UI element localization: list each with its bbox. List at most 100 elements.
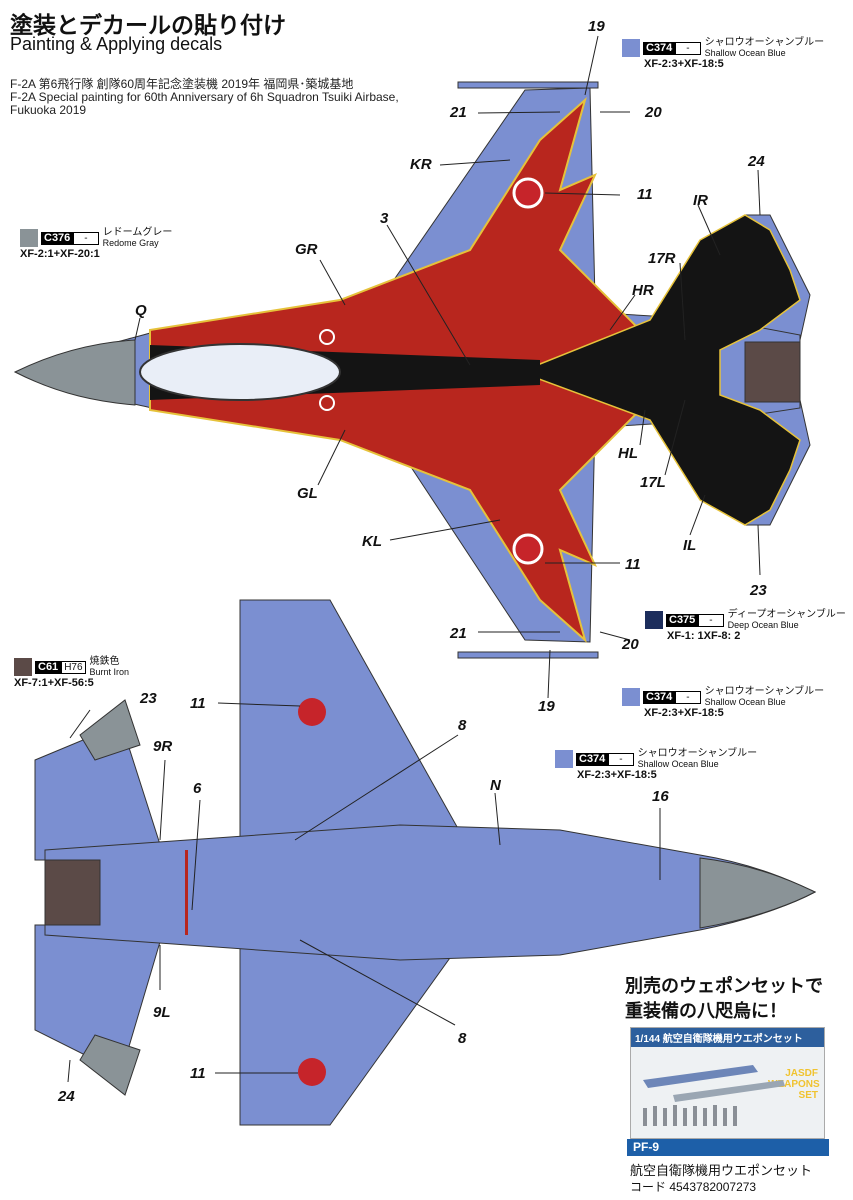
- label-16: 16: [652, 788, 669, 805]
- page-subtitle: Painting & Applying decals: [10, 34, 223, 54]
- paint-swatch: [14, 658, 32, 676]
- paint-name-jp: シャロウオーシャンブルー: [704, 37, 825, 48]
- weapons-illustration: [643, 1065, 785, 1126]
- paint-name-jp: 焼鉄色: [89, 656, 120, 667]
- bottom-red-stripe: [185, 850, 188, 935]
- desc-jp: F-2A 第6飛行隊 創隊60周年記念塗装機 2019年 福岡県･築城基地: [10, 77, 354, 91]
- box-title: 1/144 航空自衛隊機用ウエポンセット: [631, 1028, 824, 1047]
- label-8-lower: 8: [458, 1030, 467, 1047]
- top-missile-upper: [457, 81, 599, 89]
- paint-code2: -: [73, 231, 99, 245]
- product-name: 航空自衛隊機用ウエポンセット: [630, 1163, 813, 1178]
- label-11-top-lower: 11: [625, 556, 641, 573]
- label-ir: IR: [693, 192, 708, 209]
- bottom-roundel-lower: [298, 1058, 326, 1086]
- top-missile-lower: [457, 651, 599, 659]
- paint-mix: XF-2:3+XF-18:5: [644, 707, 724, 719]
- paint-code2: -: [675, 690, 701, 704]
- label-9r: 9R: [153, 738, 173, 755]
- paint-code: C374: [576, 752, 609, 766]
- label-20-lower: 20: [622, 636, 639, 653]
- bottom-nozzle: [44, 859, 101, 926]
- paint-name-jp: レドームグレー: [102, 227, 173, 238]
- paint-name-en: Shallow Ocean Blue: [704, 48, 786, 58]
- top-canopy: [139, 343, 341, 401]
- label-11-bottom-lower: 11: [190, 1065, 206, 1082]
- label-9l: 9L: [153, 1004, 171, 1021]
- label-hr: HR: [632, 282, 654, 299]
- label-n: N: [490, 777, 501, 794]
- label-11-top-upper: 11: [637, 186, 653, 203]
- paint-swatch: [622, 688, 640, 706]
- paint-name-jp: シャロウオーシャンブルー: [637, 748, 758, 759]
- top-roundel-upper: [512, 177, 544, 209]
- paint-code2: -: [675, 41, 701, 55]
- paint-code: C374: [643, 41, 676, 55]
- label-kr: KR: [410, 156, 432, 173]
- label-hl: HL: [618, 445, 638, 462]
- label-21-lower: 21: [450, 625, 467, 642]
- paint-swatch: [555, 750, 573, 768]
- product-jan-code: コード 4543782007273: [630, 1180, 757, 1194]
- label-gr: GR: [295, 241, 318, 258]
- label-q: Q: [135, 302, 147, 319]
- label-23-top: 23: [750, 582, 767, 599]
- desc-en-2: Fukuoka 2019: [10, 103, 87, 117]
- label-24-top: 24: [748, 153, 765, 170]
- aircraft-description: F-2A 第6飛行隊 創隊60周年記念塗装機 2019年 福岡県･築城基地 F-…: [10, 78, 399, 117]
- promo-headline: 別売のウェポンセットで 重装備の八咫烏に！: [625, 974, 823, 1024]
- top-black-tail: [517, 214, 801, 526]
- paint-name-en: Shallow Ocean Blue: [637, 759, 719, 769]
- label-gl: GL: [297, 485, 318, 502]
- page-title: 塗装とデカールの貼り付け: [10, 12, 286, 38]
- paint-code: C376: [41, 231, 74, 245]
- paint-name-jp: ディープオーシャンブルー: [727, 609, 846, 620]
- top-small-roundel-2: [319, 395, 335, 411]
- leader-lines: [67, 35, 761, 1083]
- paint-mix: XF-1: 1XF-8: 2: [667, 630, 741, 642]
- paint-mix: XF-7:1+XF-56:5: [14, 677, 94, 689]
- paint-mix: XF-2:3+XF-18:5: [577, 769, 657, 781]
- label-11-bottom-upper: 11: [190, 695, 206, 712]
- paint-swatch: [645, 611, 663, 629]
- label-21-top: 21: [450, 104, 467, 121]
- paint-code2: H76: [61, 660, 86, 674]
- paint-mix: XF-2:1+XF-20:1: [20, 248, 100, 260]
- bottom-roundel-upper: [298, 698, 326, 726]
- label-il: IL: [683, 537, 697, 554]
- promo-line-1: 別売のウェポンセットで: [625, 976, 823, 996]
- paint-code: C375: [666, 613, 699, 627]
- paint-swatch: [622, 39, 640, 57]
- paint-swatch: [20, 229, 38, 247]
- label-24-bottom: 24: [58, 1088, 75, 1105]
- paint-code2: -: [698, 613, 724, 627]
- desc-en-1: F-2A Special painting for 60th Anniversa…: [10, 90, 399, 104]
- top-small-roundel-1: [319, 329, 335, 345]
- label-23-bottom: 23: [140, 690, 157, 707]
- top-radome: [13, 339, 136, 406]
- label-17r: 17R: [648, 250, 676, 267]
- paint-name-en: Burnt Iron: [89, 667, 130, 677]
- top-nozzle: [744, 341, 801, 403]
- label-20-top: 20: [645, 104, 662, 121]
- paint-name-jp: シャロウオーシャンブルー: [704, 686, 825, 697]
- paint-code: C61: [35, 660, 62, 674]
- label-19-lower: 19: [538, 698, 555, 715]
- label-19-top: 19: [588, 18, 605, 35]
- label-17l: 17L: [640, 474, 666, 491]
- paint-name-en: Redome Gray: [102, 238, 159, 248]
- paint-code2: -: [608, 752, 634, 766]
- paint-mix: XF-2:3+XF-18:5: [644, 58, 724, 70]
- label-6: 6: [193, 780, 202, 797]
- weapon-set-box-image: 1/144 航空自衛隊機用ウエポンセット JASDF WEAPONS SET: [630, 1027, 825, 1139]
- label-3: 3: [380, 210, 389, 227]
- paint-code: C374: [643, 690, 676, 704]
- bottom-stab-tip-upper: [79, 699, 141, 761]
